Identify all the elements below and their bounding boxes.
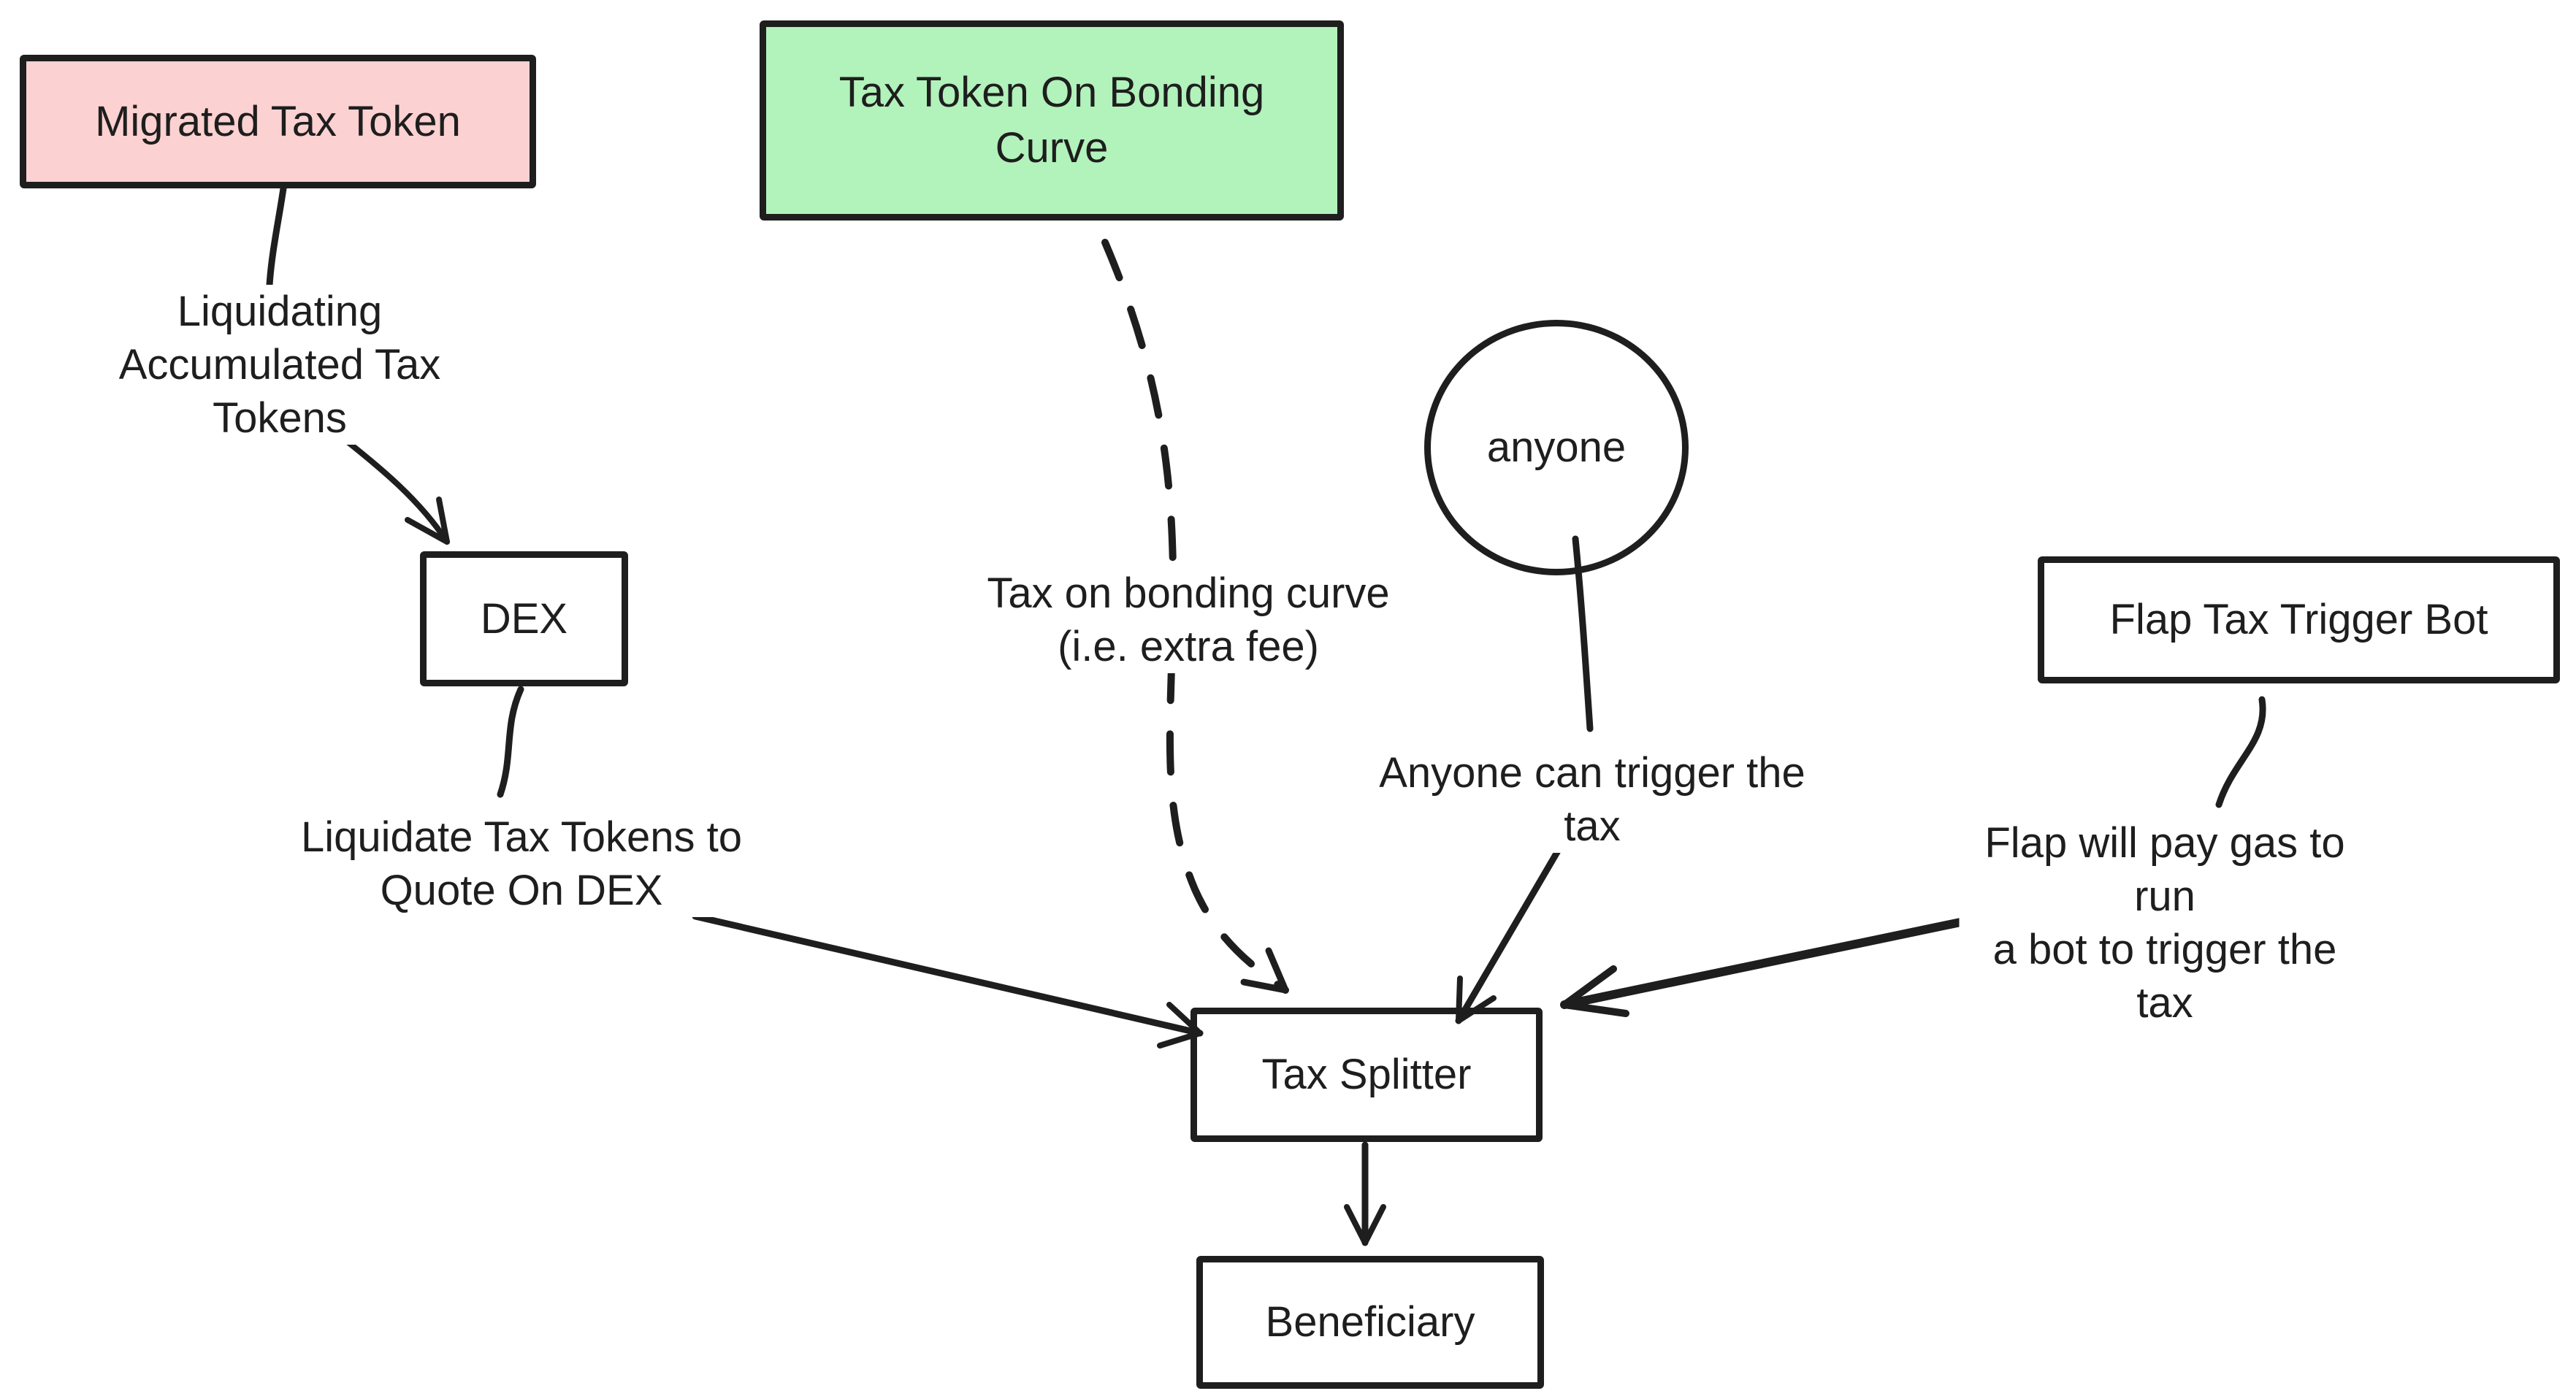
node-tax-token-on-bonding-curve: Tax Token On Bonding Curve: [760, 20, 1344, 221]
edge-label-flap-will-pay-gas: Flap will pay gas to run a bot to trigge…: [1959, 816, 2371, 1030]
edge-liquidate-label-to-tax-splitter: [692, 913, 1204, 1049]
edge-liquidating-label-to-dex: [342, 437, 450, 545]
arrowhead: [405, 497, 450, 545]
node-beneficiary: Beneficiary: [1196, 1256, 1544, 1389]
edge-migrated-to-liquidating-label: [266, 185, 287, 288]
arrowhead: [1344, 1204, 1386, 1246]
arrowhead: [1240, 947, 1289, 994]
edge-label-anyone-can-trigger: Anyone can trigger the tax: [1372, 746, 1813, 853]
edge-tax-splitter-to-beneficiary: [1344, 1141, 1386, 1246]
edge-label-liquidate-to-quote: Liquidate Tax Tokens to Quote On DEX: [293, 810, 750, 917]
edge-label-liquidating-accumulated: Liquidating Accumulated Tax Tokens: [111, 285, 448, 445]
node-tax-splitter: Tax Splitter: [1190, 1008, 1543, 1142]
edge-flap-to-gas-label: [2215, 696, 2266, 808]
node-migrated-tax-token: Migrated Tax Token: [20, 55, 536, 188]
edge-label-tax-on-bonding-curve: Tax on bonding curve (i.e. extra fee): [979, 567, 1397, 673]
arrowhead: [1561, 965, 1629, 1017]
edge-dex-to-liquidate-label: [497, 686, 524, 798]
edge-trigger-label-to-tax-splitter: [1455, 845, 1563, 1024]
node-anyone-circle: anyone: [1424, 320, 1689, 575]
node-flap-tax-trigger-bot: Flap Tax Trigger Bot: [2038, 556, 2560, 683]
node-dex: DEX: [420, 551, 628, 686]
